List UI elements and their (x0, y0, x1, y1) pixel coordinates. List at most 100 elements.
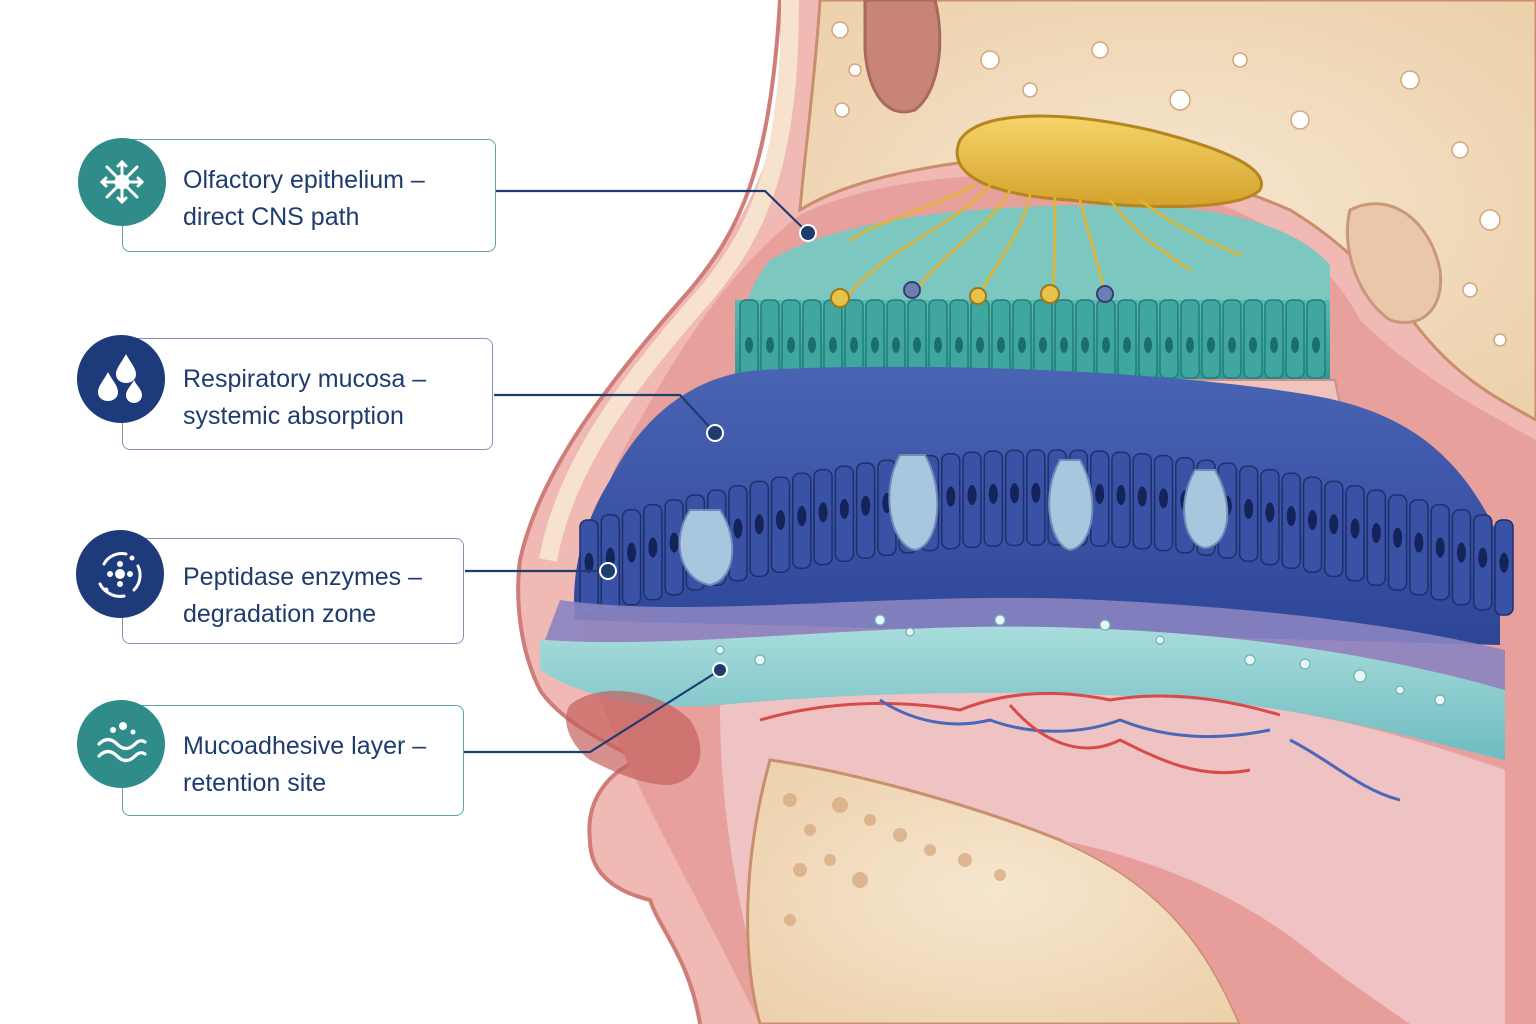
olfactory-nucleus (1165, 337, 1173, 353)
nostril (566, 690, 701, 785)
olfactory-nucleus (1270, 337, 1278, 353)
respiratory-nucleus (1095, 483, 1105, 504)
olfactory-nucleus (997, 337, 1005, 353)
respiratory-nucleus (1244, 498, 1254, 519)
respiratory-nucleus (1116, 485, 1126, 506)
olfactory-nucleus (1039, 337, 1047, 353)
leader-dot-respiratory (706, 424, 724, 442)
callout-olfactory-line1: Olfactory epithelium – (183, 166, 425, 194)
respiratory-nucleus (648, 537, 658, 558)
olfactory-nucleus (892, 337, 900, 353)
olfactory-nucleus (1186, 337, 1194, 353)
respiratory-nucleus (1499, 552, 1509, 573)
respiratory-nucleus (1435, 537, 1445, 558)
respiratory-nucleus (584, 552, 594, 573)
respiratory-nucleus (1329, 514, 1339, 535)
respiratory-nucleus (1307, 509, 1317, 530)
olfactory-nucleus (829, 337, 837, 353)
lower-skin (1060, 840, 1410, 1024)
callout-olfactory: Olfactory epithelium – direct CNS path (122, 139, 496, 252)
respiratory-nucleus (1137, 486, 1147, 507)
respiratory-nucleus (1371, 523, 1381, 544)
respiratory-nucleus (861, 495, 871, 516)
frontal-sinus (863, 0, 942, 114)
leader-mucoadhesive (464, 669, 721, 754)
respiratory-nucleus (1456, 542, 1466, 563)
respiratory-nucleus (1286, 506, 1296, 527)
waves-icon (77, 700, 165, 788)
enzyme-icon (76, 530, 164, 618)
respiratory-nucleus (797, 506, 807, 527)
blood-vessels (759, 691, 1401, 802)
nasal-bone-outer (539, 0, 799, 562)
respiratory-nucleus (1031, 482, 1041, 503)
olfactory-neurons (830, 281, 1114, 308)
respiratory-nucleus (754, 514, 764, 535)
leader-dot-peptidase (599, 562, 617, 580)
leader-dot-mucoadhesive (712, 662, 728, 678)
palatine-bone (746, 758, 1242, 1024)
respiratory-nucleus (1393, 527, 1403, 548)
olfactory-nucleus (1018, 337, 1026, 353)
olfactory-nucleus (1228, 337, 1236, 353)
respiratory-nucleus (776, 509, 786, 530)
leader-dot-olfactory (799, 224, 817, 242)
respiratory-nucleus (839, 498, 849, 519)
olfactory-nucleus (1144, 337, 1152, 353)
callout-mucoadhesive-line2: retention site (183, 769, 327, 797)
olfactory-nucleus (1060, 337, 1068, 353)
olfactory-cells (739, 299, 1326, 379)
palate-pores (783, 793, 1006, 926)
olfactory-nucleus (1102, 337, 1110, 353)
leader-respiratory (494, 393, 716, 434)
mucus-bubbles (715, 614, 1446, 706)
respiratory-nucleus (1010, 483, 1020, 504)
olfactory-nucleus (1312, 337, 1320, 353)
respiratory-nucleus (1265, 502, 1275, 523)
neuron-icon (78, 138, 166, 226)
olfactory-nucleus (1249, 337, 1257, 353)
respiratory-nucleus (988, 483, 998, 504)
callout-peptidase-line2: degradation zone (183, 600, 377, 628)
respiratory-nucleus (1159, 488, 1169, 509)
droplets-icon (77, 335, 165, 423)
olfactory-nucleus (766, 337, 774, 353)
mucus-layer (540, 626, 1505, 760)
olfactory-nucleus (1123, 337, 1131, 353)
olfactory-nucleus (1207, 337, 1215, 353)
callout-olfactory-line2: direct CNS path (183, 203, 360, 231)
bone-pores (831, 21, 1507, 347)
olfactory-nucleus (976, 337, 984, 353)
callout-olfactory-text: Olfactory epithelium – direct CNS path (183, 162, 425, 236)
olfactory-nucleus (913, 337, 921, 353)
respiratory-nucleus (946, 486, 956, 507)
respiratory-nucleus (967, 485, 977, 506)
callout-respiratory: Respiratory mucosa – systemic absorption (122, 338, 493, 450)
skin-outline (516, 0, 782, 1024)
callout-respiratory-text: Respiratory mucosa – systemic absorption (183, 361, 426, 435)
olfactory-nucleus (1081, 337, 1089, 353)
respiratory-nucleus (733, 518, 743, 539)
olfactory-nucleus (808, 337, 816, 353)
callout-mucoadhesive-line1: Mucoadhesive layer – (183, 732, 427, 760)
olfactory-nucleus (871, 337, 879, 353)
sphenoid-sinus (1345, 202, 1443, 325)
callout-respiratory-line2: systemic absorption (183, 402, 404, 430)
olfactory-nucleus (745, 337, 753, 353)
respiratory-nucleus (818, 502, 828, 523)
respiratory-nucleus (1414, 532, 1424, 553)
leader-olfactory (496, 189, 809, 234)
respiratory-nucleus (1350, 518, 1360, 539)
goblet-cells (678, 454, 1229, 587)
callout-peptidase-text: Peptidase enzymes – degradation zone (183, 559, 422, 633)
olfactory-nucleus (934, 337, 942, 353)
olfactory-bulb (955, 114, 1263, 209)
callout-mucoadhesive-text: Mucoadhesive layer – retention site (183, 728, 426, 802)
leader-lines (464, 189, 809, 754)
respiratory-nucleus (669, 532, 679, 553)
callout-mucoadhesive: Mucoadhesive layer – retention site (122, 705, 464, 816)
callout-respiratory-line1: Respiratory mucosa – (183, 365, 427, 393)
olfactory-nucleus (850, 337, 858, 353)
olfactory-nucleus (1291, 337, 1299, 353)
olfactory-mucus (740, 205, 1330, 330)
